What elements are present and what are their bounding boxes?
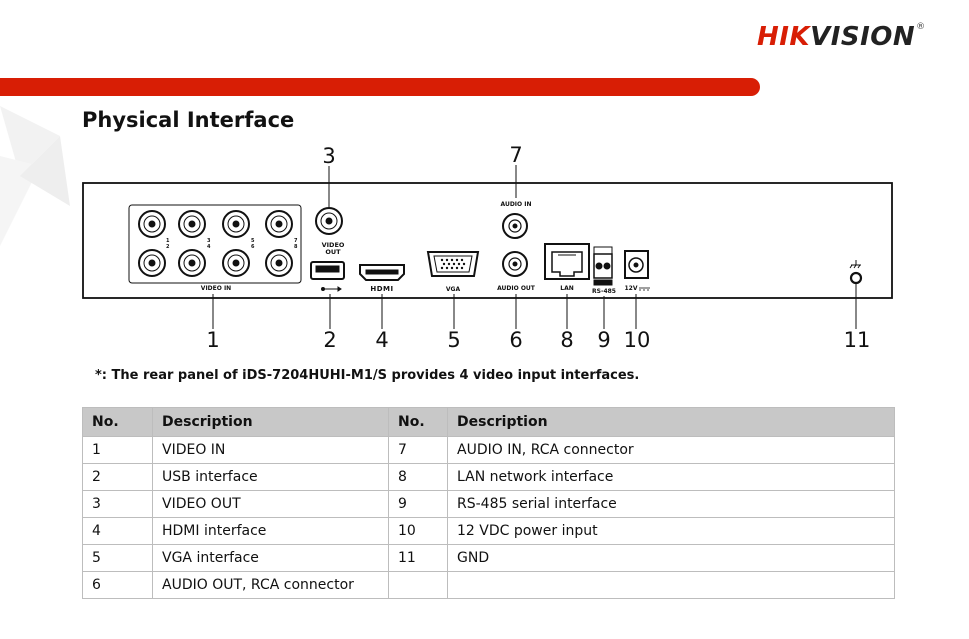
header-no: No. xyxy=(388,407,448,437)
table-cell: 10 xyxy=(388,517,448,545)
vga-label: VGA xyxy=(446,286,461,293)
table-cell: AUDIO IN, RCA connector xyxy=(447,436,895,464)
table-cell: 7 xyxy=(388,436,448,464)
ground-icon xyxy=(849,260,861,269)
table-cell: 1 xyxy=(82,436,153,464)
table-cell: 6 xyxy=(82,571,153,599)
bnc-number: 5 xyxy=(251,238,255,244)
usb-icon xyxy=(321,286,342,292)
callout-number: 11 xyxy=(844,328,871,352)
table-cell xyxy=(447,571,895,599)
power-jack xyxy=(624,250,649,279)
table-row: 6 AUDIO OUT, RCA connector xyxy=(82,571,895,599)
bnc-number: 4 xyxy=(207,244,211,250)
table-cell: USB interface xyxy=(152,463,389,491)
video-in-label: VIDEO IN xyxy=(201,285,231,292)
table-cell: VGA interface xyxy=(152,544,389,572)
bnc-number: 1 xyxy=(166,238,170,244)
dc-symbol-icon xyxy=(639,287,650,291)
table-cell: VIDEO OUT xyxy=(152,490,389,518)
page-title: Physical Interface xyxy=(82,108,295,132)
audio-out-rca-connector xyxy=(502,251,528,277)
bnc-number: 6 xyxy=(251,244,255,250)
table-row: 1 VIDEO IN 7 AUDIO IN, RCA connector xyxy=(82,436,895,464)
bnc-connector xyxy=(178,249,206,277)
table-cell: AUDIO OUT, RCA connector xyxy=(152,571,389,599)
callout-number: 8 xyxy=(560,328,573,352)
bnc-number: 7 xyxy=(294,238,298,244)
bnc-number: 2 xyxy=(166,244,170,250)
table-cell: 3 xyxy=(82,490,153,518)
interface-description-table: No. Description No. Description 1 VIDEO … xyxy=(82,407,895,599)
callout-numbers: 3 7 1 2 4 5 6 8 9 10 11 xyxy=(206,143,870,352)
video-out-connector xyxy=(315,207,343,235)
bnc-connector xyxy=(222,249,250,277)
bnc-connector xyxy=(138,210,166,238)
table-cell: 12 VDC power input xyxy=(447,517,895,545)
bnc-number: 3 xyxy=(207,238,211,244)
rs485-label: RS-485 xyxy=(592,288,616,295)
header-description: Description xyxy=(447,407,895,437)
bnc-number-labels: 1 2 3 4 5 6 7 8 xyxy=(166,238,298,250)
callout-number: 5 xyxy=(447,328,460,352)
video-in-group-frame xyxy=(128,204,302,284)
watermark-graphic xyxy=(0,106,70,246)
table-row: 2 USB interface 8 LAN network interface xyxy=(82,463,895,491)
table-cell: 9 xyxy=(388,490,448,518)
callout-number: 9 xyxy=(597,328,610,352)
header-no: No. xyxy=(82,407,153,437)
bnc-connector xyxy=(138,249,166,277)
hdmi-label: HDMI xyxy=(370,285,393,293)
table-cell xyxy=(388,571,448,599)
callout-number: 3 xyxy=(322,144,335,168)
callout-number: 2 xyxy=(323,328,336,352)
table-header-row: No. Description No. Description xyxy=(82,407,895,437)
video-out-label-line2: OUT xyxy=(325,248,341,256)
callout-number: 10 xyxy=(624,328,651,352)
bnc-connector xyxy=(265,249,293,277)
table-row: 3 VIDEO OUT 9 RS-485 serial interface xyxy=(82,490,895,518)
bnc-connector xyxy=(222,210,250,238)
header-description: Description xyxy=(152,407,389,437)
table-cell: LAN network interface xyxy=(447,463,895,491)
audio-out-label: AUDIO OUT xyxy=(497,285,536,292)
vga-pins xyxy=(440,258,466,270)
lan-label: LAN xyxy=(560,285,574,292)
device-panel-outline xyxy=(82,182,893,299)
callout-number: 4 xyxy=(375,328,388,352)
gnd-terminal xyxy=(849,271,863,285)
audio-in-label: AUDIO IN xyxy=(501,201,532,208)
table-cell: 5 xyxy=(82,544,153,572)
usb-port xyxy=(310,261,345,280)
table-cell: VIDEO IN xyxy=(152,436,389,464)
video-in-bnc-connectors xyxy=(138,210,293,277)
footnote: *: The rear panel of iDS-7204HUHI-M1/S p… xyxy=(95,368,640,383)
hikvision-logo: HIKVISION® xyxy=(757,22,926,52)
audio-in-rca-connector xyxy=(502,213,528,239)
callout-number: 1 xyxy=(206,328,219,352)
table-cell: 11 xyxy=(388,544,448,572)
video-out-label-line1: VIDEO xyxy=(322,241,345,249)
table-cell: HDMI interface xyxy=(152,517,389,545)
callout-leader-lines xyxy=(212,165,857,329)
bnc-connector xyxy=(178,210,206,238)
table-row: 5 VGA interface 11 GND xyxy=(82,544,895,572)
callout-number: 7 xyxy=(509,143,522,167)
callout-number: 6 xyxy=(509,328,522,352)
hdmi-port xyxy=(359,264,405,281)
table-cell: 2 xyxy=(82,463,153,491)
bnc-number: 8 xyxy=(294,244,298,250)
table-cell: GND xyxy=(447,544,895,572)
table-cell: 4 xyxy=(82,517,153,545)
table-row: 4 HDMI interface 10 12 VDC power input xyxy=(82,517,895,545)
rs485-terminal xyxy=(593,246,613,286)
red-header-bar xyxy=(0,78,760,96)
power-label: 12V xyxy=(625,285,638,292)
bnc-connector xyxy=(265,210,293,238)
table-cell: 8 xyxy=(388,463,448,491)
lan-port xyxy=(544,243,590,280)
rear-panel-diagram: 1 2 3 4 5 6 7 8 VIDEO IN VIDEO OUT HDMI … xyxy=(82,143,893,352)
vga-port xyxy=(426,251,480,277)
table-cell: RS-485 serial interface xyxy=(447,490,895,518)
